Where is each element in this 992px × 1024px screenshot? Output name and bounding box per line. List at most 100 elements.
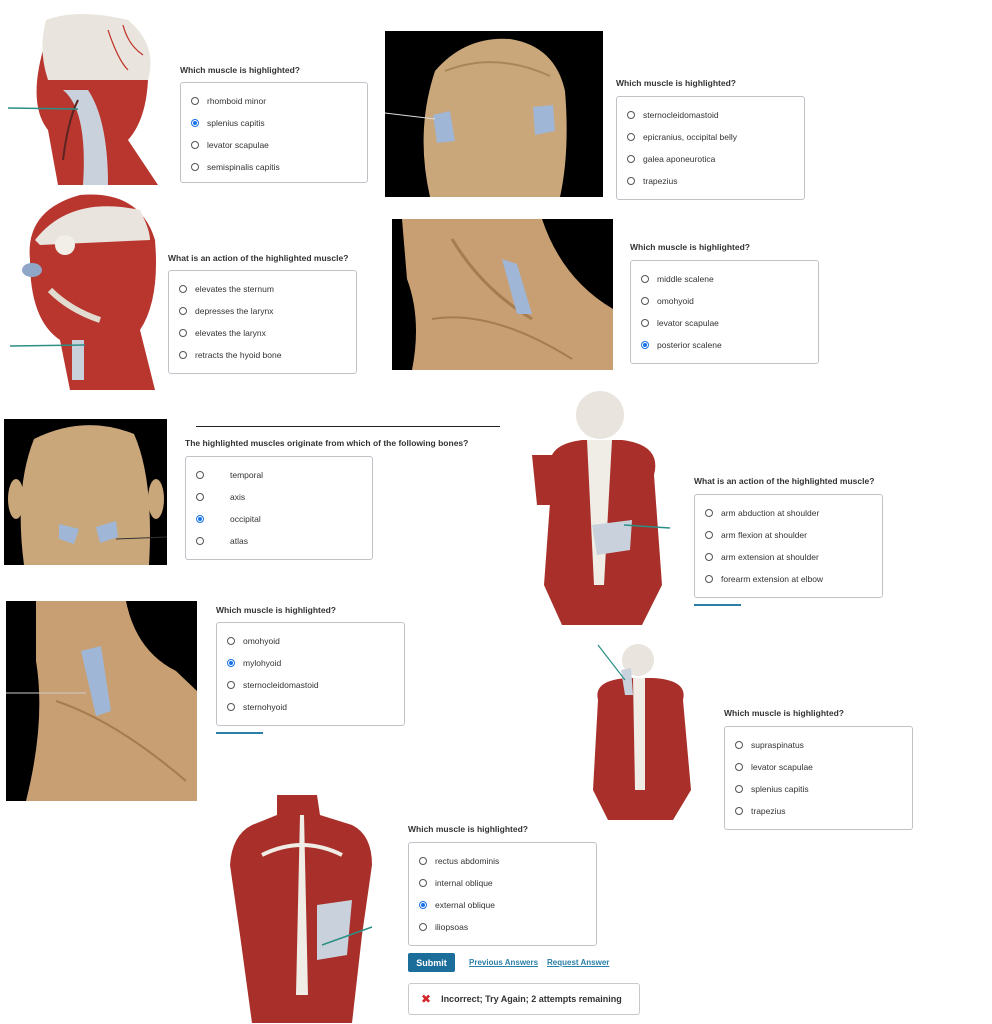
radio-button[interactable] (196, 537, 204, 545)
option-label: retracts the hyoid bone (195, 350, 282, 360)
radio-button[interactable] (705, 553, 713, 561)
q8-option-2[interactable]: levator scapulae (735, 760, 813, 774)
radio-button[interactable] (735, 741, 743, 749)
option-label: iliopsoas (435, 922, 469, 932)
radio-button[interactable] (196, 471, 204, 479)
q4-option-4[interactable]: posterior scalene (641, 338, 722, 352)
option-label: rhomboid minor (207, 96, 267, 106)
option-label: splenius capitis (207, 118, 265, 128)
radio-button[interactable] (227, 681, 235, 689)
radio-button[interactable] (735, 785, 743, 793)
radio-button[interactable] (419, 857, 427, 865)
option-label: levator scapulae (657, 318, 719, 328)
q2-option-1[interactable]: sternocleidomastoid (627, 108, 719, 122)
radio-button[interactable] (227, 637, 235, 645)
q4-option-3[interactable]: levator scapulae (641, 316, 719, 330)
radio-button[interactable] (705, 531, 713, 539)
q4-option-1[interactable]: middle scalene (641, 272, 714, 286)
q5-option-2[interactable]: axis (196, 490, 245, 504)
radio-button-selected[interactable] (419, 901, 427, 909)
q8-option-1[interactable]: supraspinatus (735, 738, 804, 752)
question-9-options: rectus abdominis internal oblique extern… (408, 842, 597, 946)
q8-option-4[interactable]: trapezius (735, 804, 786, 818)
q9-option-4[interactable]: iliopsoas (419, 920, 468, 934)
radio-button[interactable] (627, 177, 635, 185)
radio-button[interactable] (419, 923, 427, 931)
radio-button[interactable] (179, 285, 187, 293)
radio-button[interactable] (191, 141, 199, 149)
q8-option-3[interactable]: splenius capitis (735, 782, 809, 796)
question-1-options: rhomboid minor splenius capitis levator … (180, 82, 368, 183)
question-8-prompt: Which muscle is highlighted? (724, 708, 844, 718)
q6-option-3[interactable]: arm extension at shoulder (705, 550, 819, 564)
q4-option-2[interactable]: omohyoid (641, 294, 694, 308)
radio-button-selected[interactable] (191, 119, 199, 127)
question-5-options: temporal axis occipital atlas (185, 456, 373, 560)
radio-button-selected[interactable] (196, 515, 204, 523)
radio-button[interactable] (627, 111, 635, 119)
radio-button[interactable] (627, 133, 635, 141)
radio-button[interactable] (179, 351, 187, 359)
radio-button[interactable] (179, 307, 187, 315)
radio-button-selected[interactable] (227, 659, 235, 667)
q9-option-2[interactable]: internal oblique (419, 876, 493, 890)
q1-option-3[interactable]: levator scapulae (191, 138, 269, 152)
anatomy-image-3 (10, 190, 160, 390)
radio-button[interactable] (196, 493, 204, 501)
q1-option-2[interactable]: splenius capitis (191, 116, 265, 130)
radio-button[interactable] (735, 807, 743, 815)
q3-option-3[interactable]: elevates the larynx (179, 326, 266, 340)
option-label: arm flexion at shoulder (721, 530, 807, 540)
radio-button[interactable] (641, 319, 649, 327)
question-1-prompt: Which muscle is highlighted? (180, 65, 300, 75)
q1-option-1[interactable]: rhomboid minor (191, 94, 266, 108)
q2-option-4[interactable]: trapezius (627, 174, 678, 188)
q5-option-4[interactable]: atlas (196, 534, 248, 548)
q7-option-4[interactable]: sternohyoid (227, 700, 287, 714)
radio-button[interactable] (641, 297, 649, 305)
radio-button[interactable] (227, 703, 235, 711)
submit-button[interactable]: Submit (408, 953, 455, 972)
option-label: atlas (230, 536, 248, 546)
radio-button[interactable] (627, 155, 635, 163)
radio-button[interactable] (179, 329, 187, 337)
q2-option-3[interactable]: galea aponeurotica (627, 152, 715, 166)
option-label: sternocleidomastoid (643, 110, 719, 120)
option-label: elevates the sternum (195, 284, 274, 294)
anatomy-image-1 (8, 10, 158, 185)
option-label: sternohyoid (243, 702, 287, 712)
radio-button-selected[interactable] (641, 341, 649, 349)
q3-option-4[interactable]: retracts the hyoid bone (179, 348, 281, 362)
q7-option-3[interactable]: sternocleidomastoid (227, 678, 319, 692)
radio-button[interactable] (735, 763, 743, 771)
q6-option-2[interactable]: arm flexion at shoulder (705, 528, 807, 542)
q7-option-2[interactable]: mylohyoid (227, 656, 281, 670)
q6-option-1[interactable]: arm abduction at shoulder (705, 506, 819, 520)
previous-answers-link[interactable]: Previous Answers (469, 958, 539, 967)
request-answer-link[interactable]: Request Answer (547, 958, 610, 967)
q7-option-1[interactable]: omohyoid (227, 634, 280, 648)
q9-option-1[interactable]: rectus abdominis (419, 854, 499, 868)
q3-option-1[interactable]: elevates the sternum (179, 282, 274, 296)
radio-button[interactable] (641, 275, 649, 283)
radio-button[interactable] (705, 509, 713, 517)
q5-option-3[interactable]: occipital (196, 512, 261, 526)
radio-button[interactable] (419, 879, 427, 887)
option-label: trapezius (751, 806, 786, 816)
option-label: elevates the larynx (195, 328, 266, 338)
radio-button[interactable] (191, 163, 199, 171)
q5-option-1[interactable]: temporal (196, 468, 263, 482)
q6-option-4[interactable]: forearm extension at elbow (705, 572, 823, 586)
option-label: omohyoid (657, 296, 694, 306)
q3-option-2[interactable]: depresses the larynx (179, 304, 273, 318)
anatomy-image-7 (6, 601, 197, 801)
option-label: depresses the larynx (195, 306, 274, 316)
anatomy-image-4 (392, 219, 613, 370)
option-label: temporal (230, 470, 264, 480)
q2-option-2[interactable]: epicranius, occipital belly (627, 130, 737, 144)
q9-option-3[interactable]: external oblique (419, 898, 495, 912)
separator-line (196, 426, 500, 427)
radio-button[interactable] (705, 575, 713, 583)
radio-button[interactable] (191, 97, 199, 105)
q1-option-4[interactable]: semispinalis capitis (191, 160, 280, 174)
